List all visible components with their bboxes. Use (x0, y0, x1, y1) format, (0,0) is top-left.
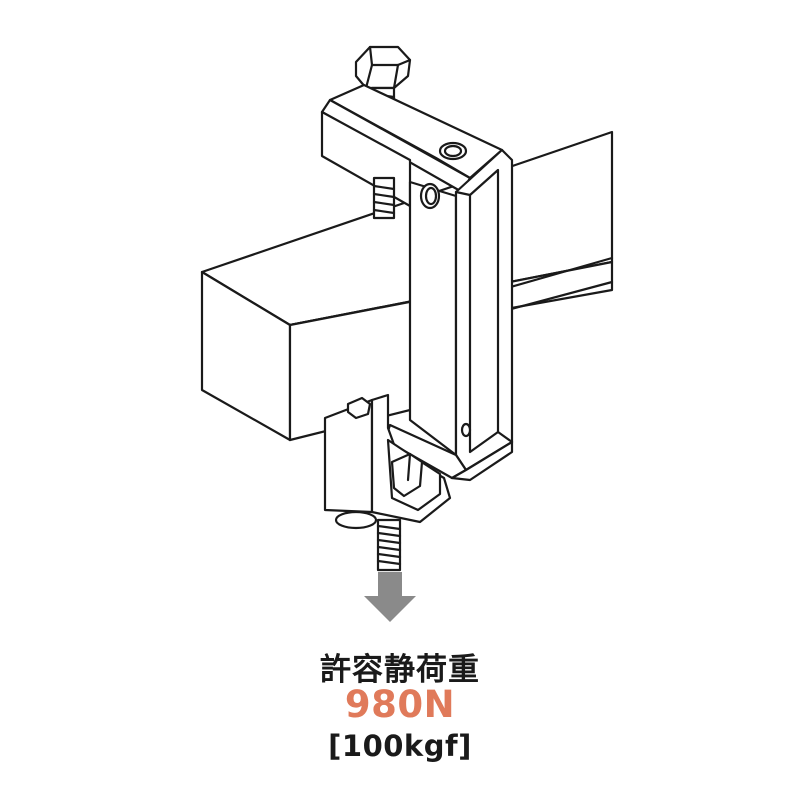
clamp-screw (372, 176, 396, 220)
arrow-down-icon (364, 572, 416, 622)
load-capacity-kgf: [100kgf] (328, 729, 472, 763)
load-capacity-value: 980N (344, 683, 456, 726)
lower-bracket (323, 393, 452, 530)
load-capacity-title: 許容静荷重 (320, 652, 480, 688)
hanging-rod (376, 518, 402, 572)
